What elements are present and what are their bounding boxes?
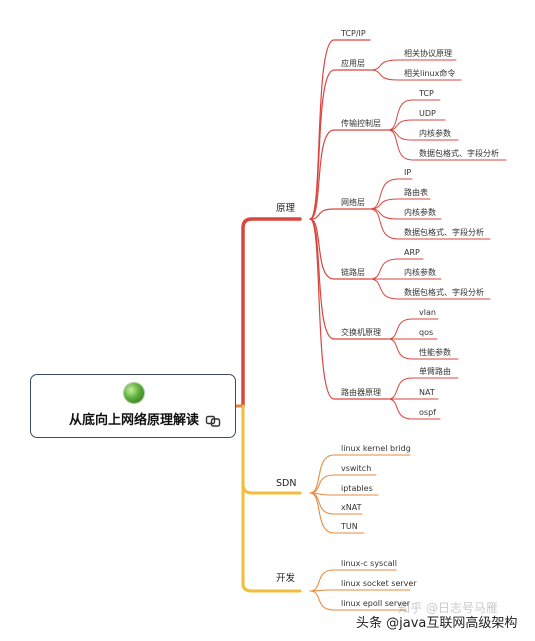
link-sdn-4 — [309, 492, 365, 534]
leaf-vlan[interactable]: vlan — [419, 308, 436, 317]
link-transport-3 — [387, 129, 507, 161]
leaf-arp[interactable]: ARP — [404, 248, 420, 257]
leaf-kernel-params-3[interactable]: 内核参数 — [404, 268, 436, 277]
topic-transport-layer[interactable]: 传输控制层 — [341, 119, 381, 128]
link-sdn-1 — [309, 474, 377, 494]
globe-icon — [124, 383, 144, 403]
link-router-2 — [387, 398, 441, 420]
trunk-yuanli — [241, 217, 302, 408]
topic-xnat[interactable]: xNAT — [341, 503, 362, 512]
link-network-0 — [369, 178, 413, 210]
branch-yuanli[interactable]: 原理 — [276, 203, 296, 214]
topic-link-layer[interactable]: 链路层 — [341, 268, 365, 277]
branch-kaifa[interactable]: 开发 — [276, 573, 296, 584]
link-kaifa-0 — [309, 569, 397, 592]
link-l2-1 — [309, 69, 371, 220]
leaf-kernel-params-1[interactable]: 内核参数 — [419, 129, 451, 138]
link-router-0 — [387, 377, 459, 400]
branch-sdn[interactable]: SDN — [276, 478, 297, 489]
link-l2-4 — [309, 218, 371, 280]
topic-tun[interactable]: TUN — [341, 522, 358, 531]
leaf-nat[interactable]: NAT — [419, 388, 435, 397]
leaf-one-arm-routing[interactable]: 单臂路由 — [419, 367, 451, 376]
leaf-packet-format-3[interactable]: 数据包格式、字段分析 — [404, 288, 484, 297]
link-l2-6 — [309, 218, 389, 400]
root-node[interactable]: 从底向上网络原理解读 — [30, 374, 236, 438]
link-link-2 — [369, 278, 491, 300]
link-network-1 — [369, 198, 431, 210]
link-switch-2 — [387, 338, 459, 360]
link-app-1 — [369, 69, 462, 81]
leaf-ospf[interactable]: ospf — [419, 408, 436, 417]
topic-tcpip[interactable]: TCP/IP — [341, 29, 366, 38]
leaf-ip[interactable]: IP — [404, 168, 412, 177]
link-network-3 — [369, 208, 491, 240]
link-transport-1 — [387, 119, 446, 131]
trunk-kaifa — [241, 482, 302, 593]
topic-epoll-server[interactable]: linux epoll server — [341, 599, 411, 608]
link-icon[interactable] — [205, 413, 221, 429]
leaf-packet-format-1[interactable]: 数据包格式、字段分析 — [419, 149, 499, 158]
link-link-0 — [369, 258, 424, 280]
link-kaifa-1 — [309, 589, 411, 592]
topic-switch[interactable]: 交换机原理 — [341, 328, 381, 337]
topic-iptables[interactable]: iptables — [341, 484, 373, 493]
link-kaifa-2 — [309, 590, 407, 611]
topic-router[interactable]: 路由器原理 — [341, 388, 381, 397]
leaf-perf-params[interactable]: 性能参数 — [419, 348, 451, 357]
leaf-packet-format-2[interactable]: 数据包格式、字段分析 — [404, 228, 484, 237]
link-app-0 — [369, 59, 457, 71]
root-title: 从底向上网络原理解读 — [68, 413, 199, 428]
topic-linux-bridge[interactable]: linux kernel bridg — [341, 444, 411, 453]
leaf-udp[interactable]: UDP — [419, 109, 436, 118]
leaf-kernel-params-2[interactable]: 内核参数 — [404, 208, 436, 217]
leaf-tcp[interactable]: TCP — [419, 89, 434, 98]
watermark-zhihu: 知乎 @日志号马雁 — [398, 601, 498, 615]
topic-network-layer[interactable]: 网络层 — [341, 198, 365, 207]
link-l2-3 — [309, 208, 371, 220]
leaf-protocol-principles[interactable]: 相关协议原理 — [404, 49, 452, 58]
topic-linux-syscall[interactable]: linux-c syscall — [341, 559, 397, 568]
topic-socket-server[interactable]: linux socket server — [341, 579, 417, 588]
leaf-qos[interactable]: qos — [419, 328, 434, 337]
topic-vswitch[interactable]: vswitch — [341, 464, 372, 473]
leaf-linux-commands[interactable]: 相关linux命令 — [404, 69, 456, 78]
link-transport-0 — [387, 99, 441, 131]
link-switch-0 — [387, 318, 439, 340]
topic-app-layer[interactable]: 应用层 — [341, 59, 365, 68]
leaf-route-table[interactable]: 路由表 — [404, 188, 428, 197]
link-sdn-0 — [309, 454, 411, 494]
watermark-toutiao: 头条 @java互联网高级架构 — [356, 616, 518, 631]
link-l2-2 — [309, 129, 389, 220]
